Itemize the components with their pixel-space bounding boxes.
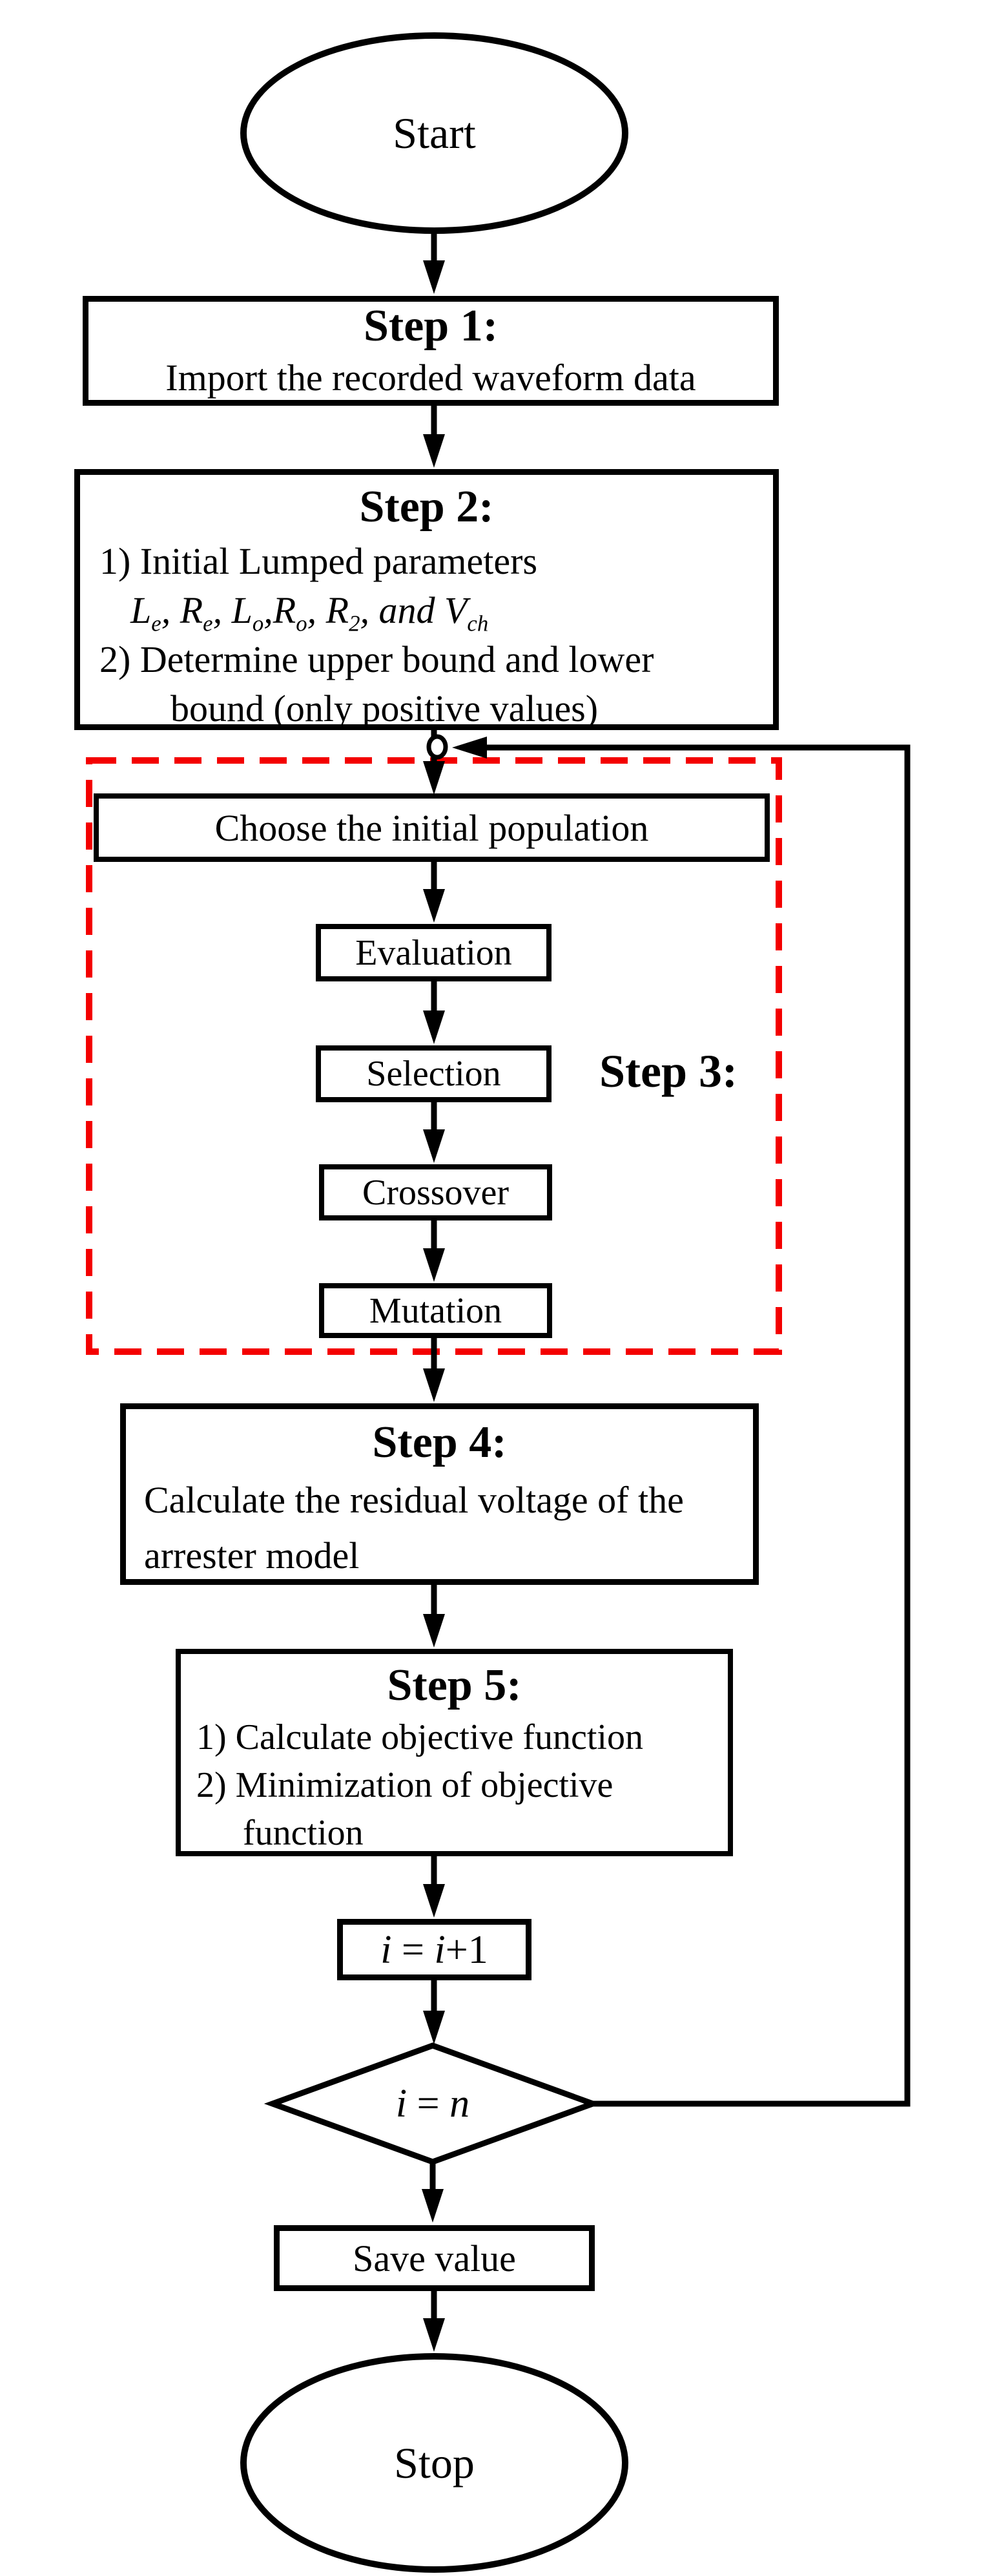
arrowhead-selection-crossover-icon (423, 1129, 445, 1163)
choose-population-box: Choose the initial population (94, 793, 770, 862)
step5-item2: 2) Minimization of objective (196, 1765, 614, 1805)
save-value-box: Save value (274, 2225, 595, 2291)
decision-label: i = n (349, 2075, 517, 2132)
step5-item1: 1) Calculate objective function (196, 1717, 643, 1757)
arrowhead-evaluation-selection-icon (423, 1011, 445, 1044)
arrowhead-junction-choose-icon (423, 761, 445, 795)
arrowhead-step5-counter-icon (423, 1884, 445, 1918)
step2-item2b: bound (only positive values) (170, 687, 599, 729)
step5-title: Step 5: (387, 1660, 522, 1710)
step2-parameters: Le, Re, Lo,Ro, R2, and Vch (130, 589, 489, 636)
crossover-box: Crossover (319, 1164, 552, 1220)
step2-title: Step 2: (359, 482, 494, 532)
step3-label: Step 3: (599, 1045, 737, 1097)
evaluation-box: Evaluation (316, 924, 552, 981)
selection-box: Selection (316, 1045, 552, 1102)
decision-expression: i = n (395, 2082, 470, 2126)
arrowhead-choose-evaluation-icon (423, 889, 445, 923)
arrowhead-mutation-step4-icon (423, 1368, 445, 1402)
arrowhead-start-step1-icon (423, 260, 445, 294)
arrowhead-counter-decision-icon (423, 2011, 445, 2044)
step1-title: Step 1: (363, 301, 499, 351)
stop-terminator: Stop (240, 2353, 628, 2573)
junction-circle (426, 734, 448, 760)
step5-box: Step 5: 1) Calculate objective function … (176, 1649, 733, 1856)
arrowhead-decision-save-icon (422, 2189, 444, 2223)
feedback-arrowhead-icon (452, 737, 487, 759)
step2-item2: 2) Determine upper bound and lower (99, 638, 654, 680)
step5-item2b: function (243, 1813, 364, 1853)
step4-title: Step 4: (372, 1418, 507, 1467)
arrowhead-step1-step2-icon (423, 434, 445, 468)
arrowhead-crossover-mutation-icon (423, 1248, 445, 1282)
step4-box: Step 4: Calculate the residual voltage o… (120, 1403, 759, 1585)
step1-box: Step 1: Import the recorded waveform dat… (83, 296, 779, 406)
step4-line1: Calculate the residual voltage of the (144, 1479, 684, 1521)
step2-item1: 1) Initial Lumped parameters (99, 540, 538, 582)
step1-line: Import the recorded waveform data (165, 357, 696, 399)
step2-box: Step 2: 1) Initial Lumped parameters Le,… (74, 469, 779, 730)
counter-expression: i = i+1 (380, 1927, 488, 1972)
feedback-loop-line (486, 744, 911, 2107)
start-terminator: Start (240, 32, 628, 234)
step4-line2: arrester model (144, 1534, 360, 1576)
mutation-box: Mutation (319, 1283, 552, 1338)
counter-box: i = i+1 (337, 1919, 531, 1980)
arrowhead-step4-step5-icon (423, 1614, 445, 1648)
arrowhead-save-stop-icon (423, 2318, 445, 2352)
